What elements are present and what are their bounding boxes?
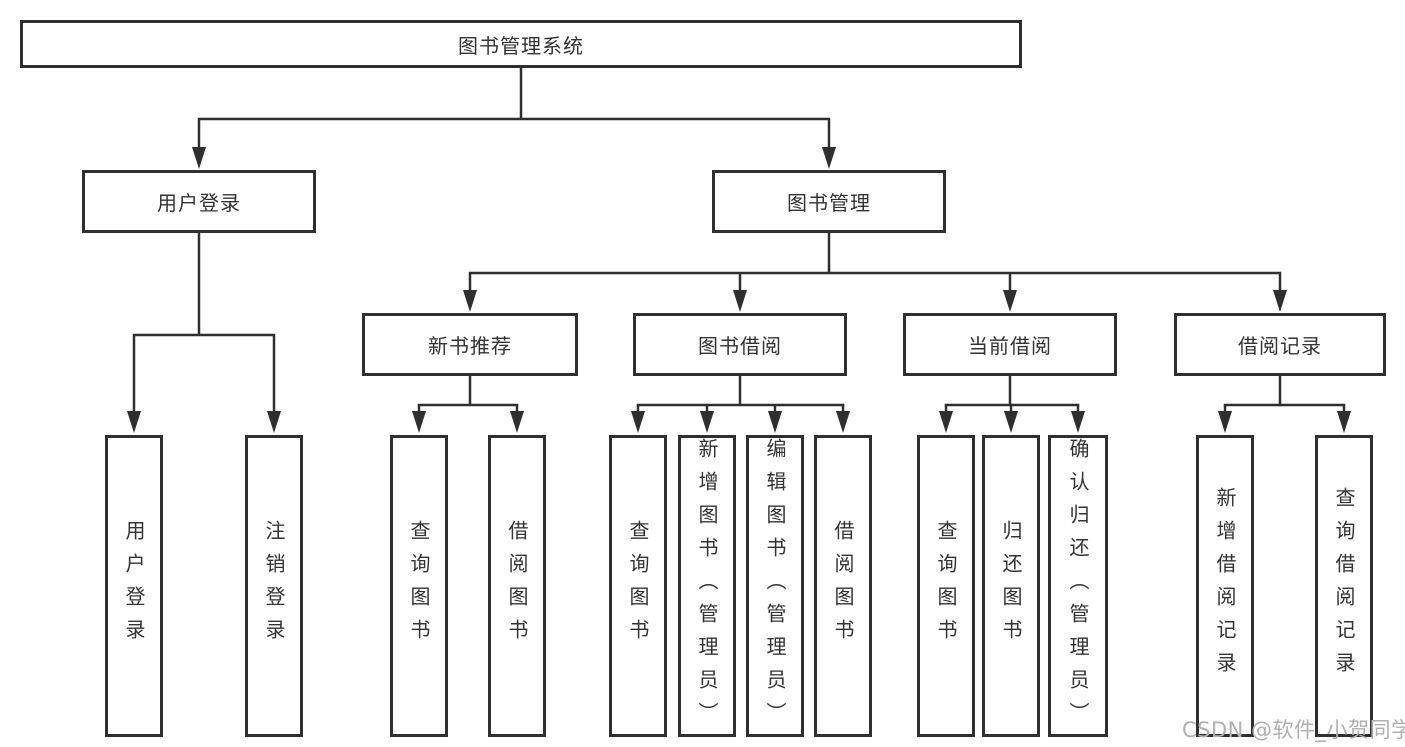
node-label: 新增图书（管理员） xyxy=(695,437,719,735)
arrow-down-icon xyxy=(1337,411,1351,433)
node-book-borrowing: 图书借阅 xyxy=(633,313,847,376)
node-label: 图书管理 xyxy=(787,191,871,215)
node-label: 图书管理系统 xyxy=(458,33,584,58)
node-new-book-recommend: 新书推荐 xyxy=(362,313,578,376)
node-label: 查询图书 xyxy=(407,520,431,652)
node-leaf-query-borrow-record: 查询借阅记录 xyxy=(1315,435,1373,737)
node-leaf-query-books-1: 查询图书 xyxy=(390,435,448,737)
arrow-down-icon xyxy=(733,290,747,312)
arrow-down-icon xyxy=(1003,290,1017,312)
node-label: 图书借阅 xyxy=(698,334,782,358)
node-label: 查询借阅记录 xyxy=(1332,487,1356,685)
arrow-down-icon xyxy=(631,411,645,433)
node-leaf-edit-books-admin: 编辑图书（管理员） xyxy=(746,435,804,737)
arrow-down-icon xyxy=(822,147,836,169)
node-leaf-confirm-return-admin: 确认归还（管理员） xyxy=(1048,435,1108,737)
node-label: 借阅记录 xyxy=(1238,334,1322,358)
node-label: 查询图书 xyxy=(934,520,958,652)
node-label: 编辑图书（管理员） xyxy=(763,437,787,735)
node-leaf-query-books-2: 查询图书 xyxy=(609,435,667,737)
node-label: 借阅图书 xyxy=(505,520,529,652)
arrow-down-icon xyxy=(267,411,281,433)
node-leaf-logout: 注销登录 xyxy=(245,435,303,737)
node-leaf-query-books-3: 查询图书 xyxy=(917,435,975,737)
node-label: 查询图书 xyxy=(626,520,650,652)
node-label: 用户登录 xyxy=(122,520,146,652)
arrow-down-icon xyxy=(939,411,953,433)
node-leaf-add-borrow-record: 新增借阅记录 xyxy=(1196,435,1254,737)
arrow-down-icon xyxy=(768,411,782,433)
arrow-down-icon xyxy=(510,411,524,433)
connector-paths xyxy=(132,68,1346,414)
node-user-login-branch: 用户登录 xyxy=(82,170,316,233)
node-leaf-return-books: 归还图书 xyxy=(982,435,1040,737)
arrowhead-icons xyxy=(127,147,1351,433)
node-book-management: 图书管理 xyxy=(712,170,946,233)
node-current-borrowing: 当前借阅 xyxy=(903,313,1117,376)
node-leaf-borrow-books-2: 借阅图书 xyxy=(814,435,872,737)
csdn-watermark: CSDN @软件_小贺同学 xyxy=(1182,718,1405,742)
node-leaf-user-login: 用户登录 xyxy=(105,435,163,737)
node-leaf-borrow-books-1: 借阅图书 xyxy=(488,435,546,737)
node-label: 用户登录 xyxy=(157,191,241,215)
node-label: 归还图书 xyxy=(999,520,1023,652)
arrow-down-icon xyxy=(412,411,426,433)
arrow-down-icon xyxy=(463,290,477,312)
arrow-down-icon xyxy=(192,147,206,169)
node-label: 注销登录 xyxy=(262,520,286,652)
arrow-down-icon xyxy=(836,411,850,433)
arrow-down-icon xyxy=(127,411,141,433)
node-label: 新增借阅记录 xyxy=(1213,487,1237,685)
arrow-down-icon xyxy=(700,411,714,433)
arrow-down-icon xyxy=(1218,411,1232,433)
node-label: 确认归还（管理员） xyxy=(1066,437,1090,735)
node-leaf-add-books-admin: 新增图书（管理员） xyxy=(678,435,736,737)
arrow-down-icon xyxy=(1071,411,1085,433)
arrow-down-icon xyxy=(1004,411,1018,433)
node-borrowing-records: 借阅记录 xyxy=(1174,313,1386,376)
node-label: 当前借阅 xyxy=(968,334,1052,358)
arrow-down-icon xyxy=(1273,290,1287,312)
node-label: 借阅图书 xyxy=(831,520,855,652)
node-label: 新书推荐 xyxy=(428,334,512,358)
node-library-management-system: 图书管理系统 xyxy=(20,20,1022,68)
